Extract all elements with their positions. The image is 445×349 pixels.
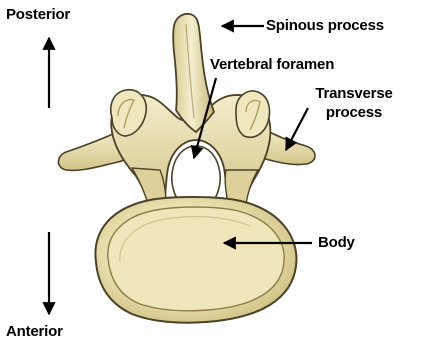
body-label: Body [318, 234, 355, 252]
posterior-label: Posterior [6, 6, 70, 24]
vertebral-body [95, 197, 296, 323]
spinous-process-label: Spinous process [266, 17, 384, 35]
transverse-process-label-line1: Transverse [300, 84, 408, 103]
vertebral-foramen-label: Vertebral foramen [210, 56, 334, 74]
anterior-label: Anterior [6, 323, 63, 341]
transverse-process-label: Transverse process [300, 84, 408, 122]
vertebral-arch [59, 14, 316, 204]
right-articular-process [236, 91, 270, 137]
transverse-process-label-line2: process [300, 103, 408, 122]
vertebral-body-endplate [108, 207, 284, 311]
